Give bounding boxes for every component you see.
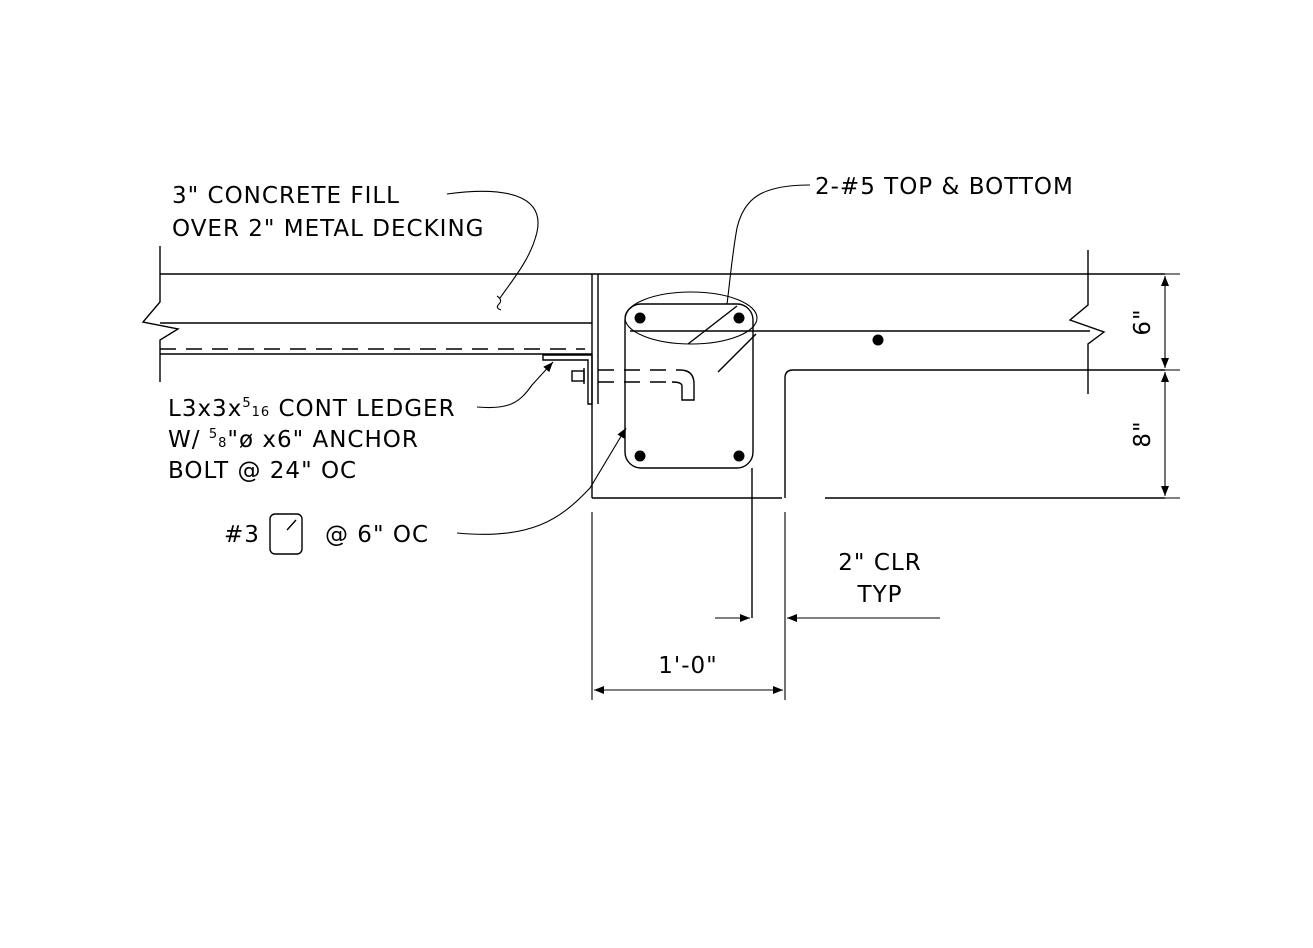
left-slab — [141, 246, 592, 382]
ledger-label-1: L3x3x516 CONT LEDGER — [168, 396, 456, 422]
slab-bar — [872, 334, 884, 346]
ledger-label-3: BOLT @ 24" OC — [168, 458, 357, 484]
stirrup-shape-icon — [269, 513, 303, 555]
beam-width-dimension: 1'-0" — [658, 653, 717, 679]
top-bottom-bars-label: 2-#5 TOP & BOTTOM — [815, 174, 1074, 200]
anchor-bolt — [571, 368, 695, 401]
concrete-fill-label-2: OVER 2" METAL DECKING — [172, 216, 484, 242]
top-bar-right — [733, 312, 745, 324]
stirrup-label-suffix: @ 6" OC — [325, 522, 429, 548]
clear-cover-label-2: TYP — [857, 582, 903, 608]
slab-depth-dimension: 6" — [1130, 308, 1156, 335]
bottom-bar-left — [634, 450, 646, 462]
clear-cover-label-1: 2" CLR — [838, 550, 921, 576]
ledger-label-2: W/ 58"ø x6" ANCHOR — [168, 427, 419, 453]
beam-drop-dimension: 8" — [1130, 420, 1156, 447]
beam-and-slab-outline — [591, 250, 1165, 499]
stirrup — [624, 291, 758, 618]
leaders — [446, 184, 811, 535]
ledger-angle — [542, 354, 593, 405]
top-bar-left — [634, 312, 646, 324]
stirrup-label-prefix: #3 — [224, 522, 260, 548]
concrete-fill-label-1: 3" CONCRETE FILL — [172, 183, 400, 209]
dimension-depth — [1102, 273, 1180, 499]
bottom-bar-right — [733, 450, 745, 462]
rebar — [634, 312, 884, 462]
dimension-width — [591, 512, 786, 700]
